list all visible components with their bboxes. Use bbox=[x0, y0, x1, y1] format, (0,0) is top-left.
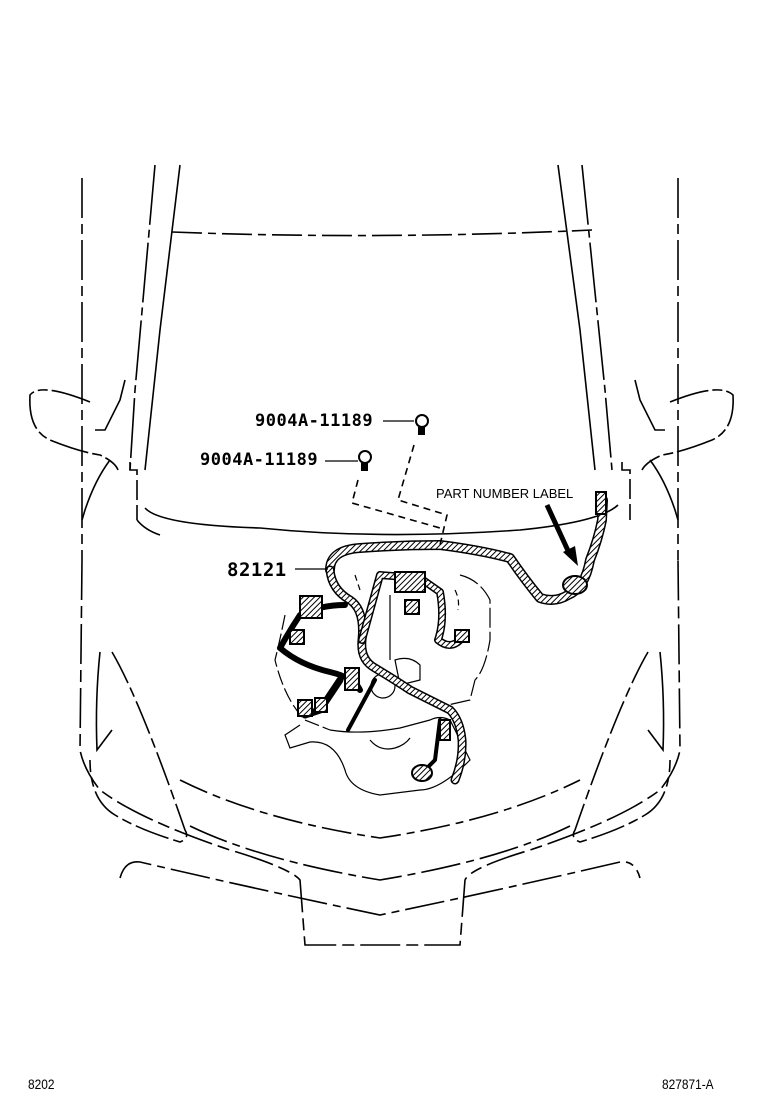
harness-connectors bbox=[289, 491, 607, 782]
part-number-bolt-lower: 9004A-11189 bbox=[200, 450, 319, 470]
group-code: 8202 bbox=[28, 1076, 55, 1092]
label-pointer-arrow bbox=[544, 503, 578, 566]
bolt-icon-upper bbox=[415, 414, 429, 435]
bolt-icon-lower bbox=[358, 450, 372, 471]
part-number-bolt-upper: 9004A-11189 bbox=[255, 411, 374, 431]
car-body-outline bbox=[29, 164, 734, 946]
illustration-code: 827871-A bbox=[662, 1076, 714, 1092]
bolt-install-paths bbox=[351, 444, 448, 546]
leader-lines bbox=[295, 420, 414, 570]
part-number-label-callout: PART NUMBER LABEL bbox=[436, 486, 574, 501]
part-number-harness: 82121 bbox=[227, 559, 287, 581]
